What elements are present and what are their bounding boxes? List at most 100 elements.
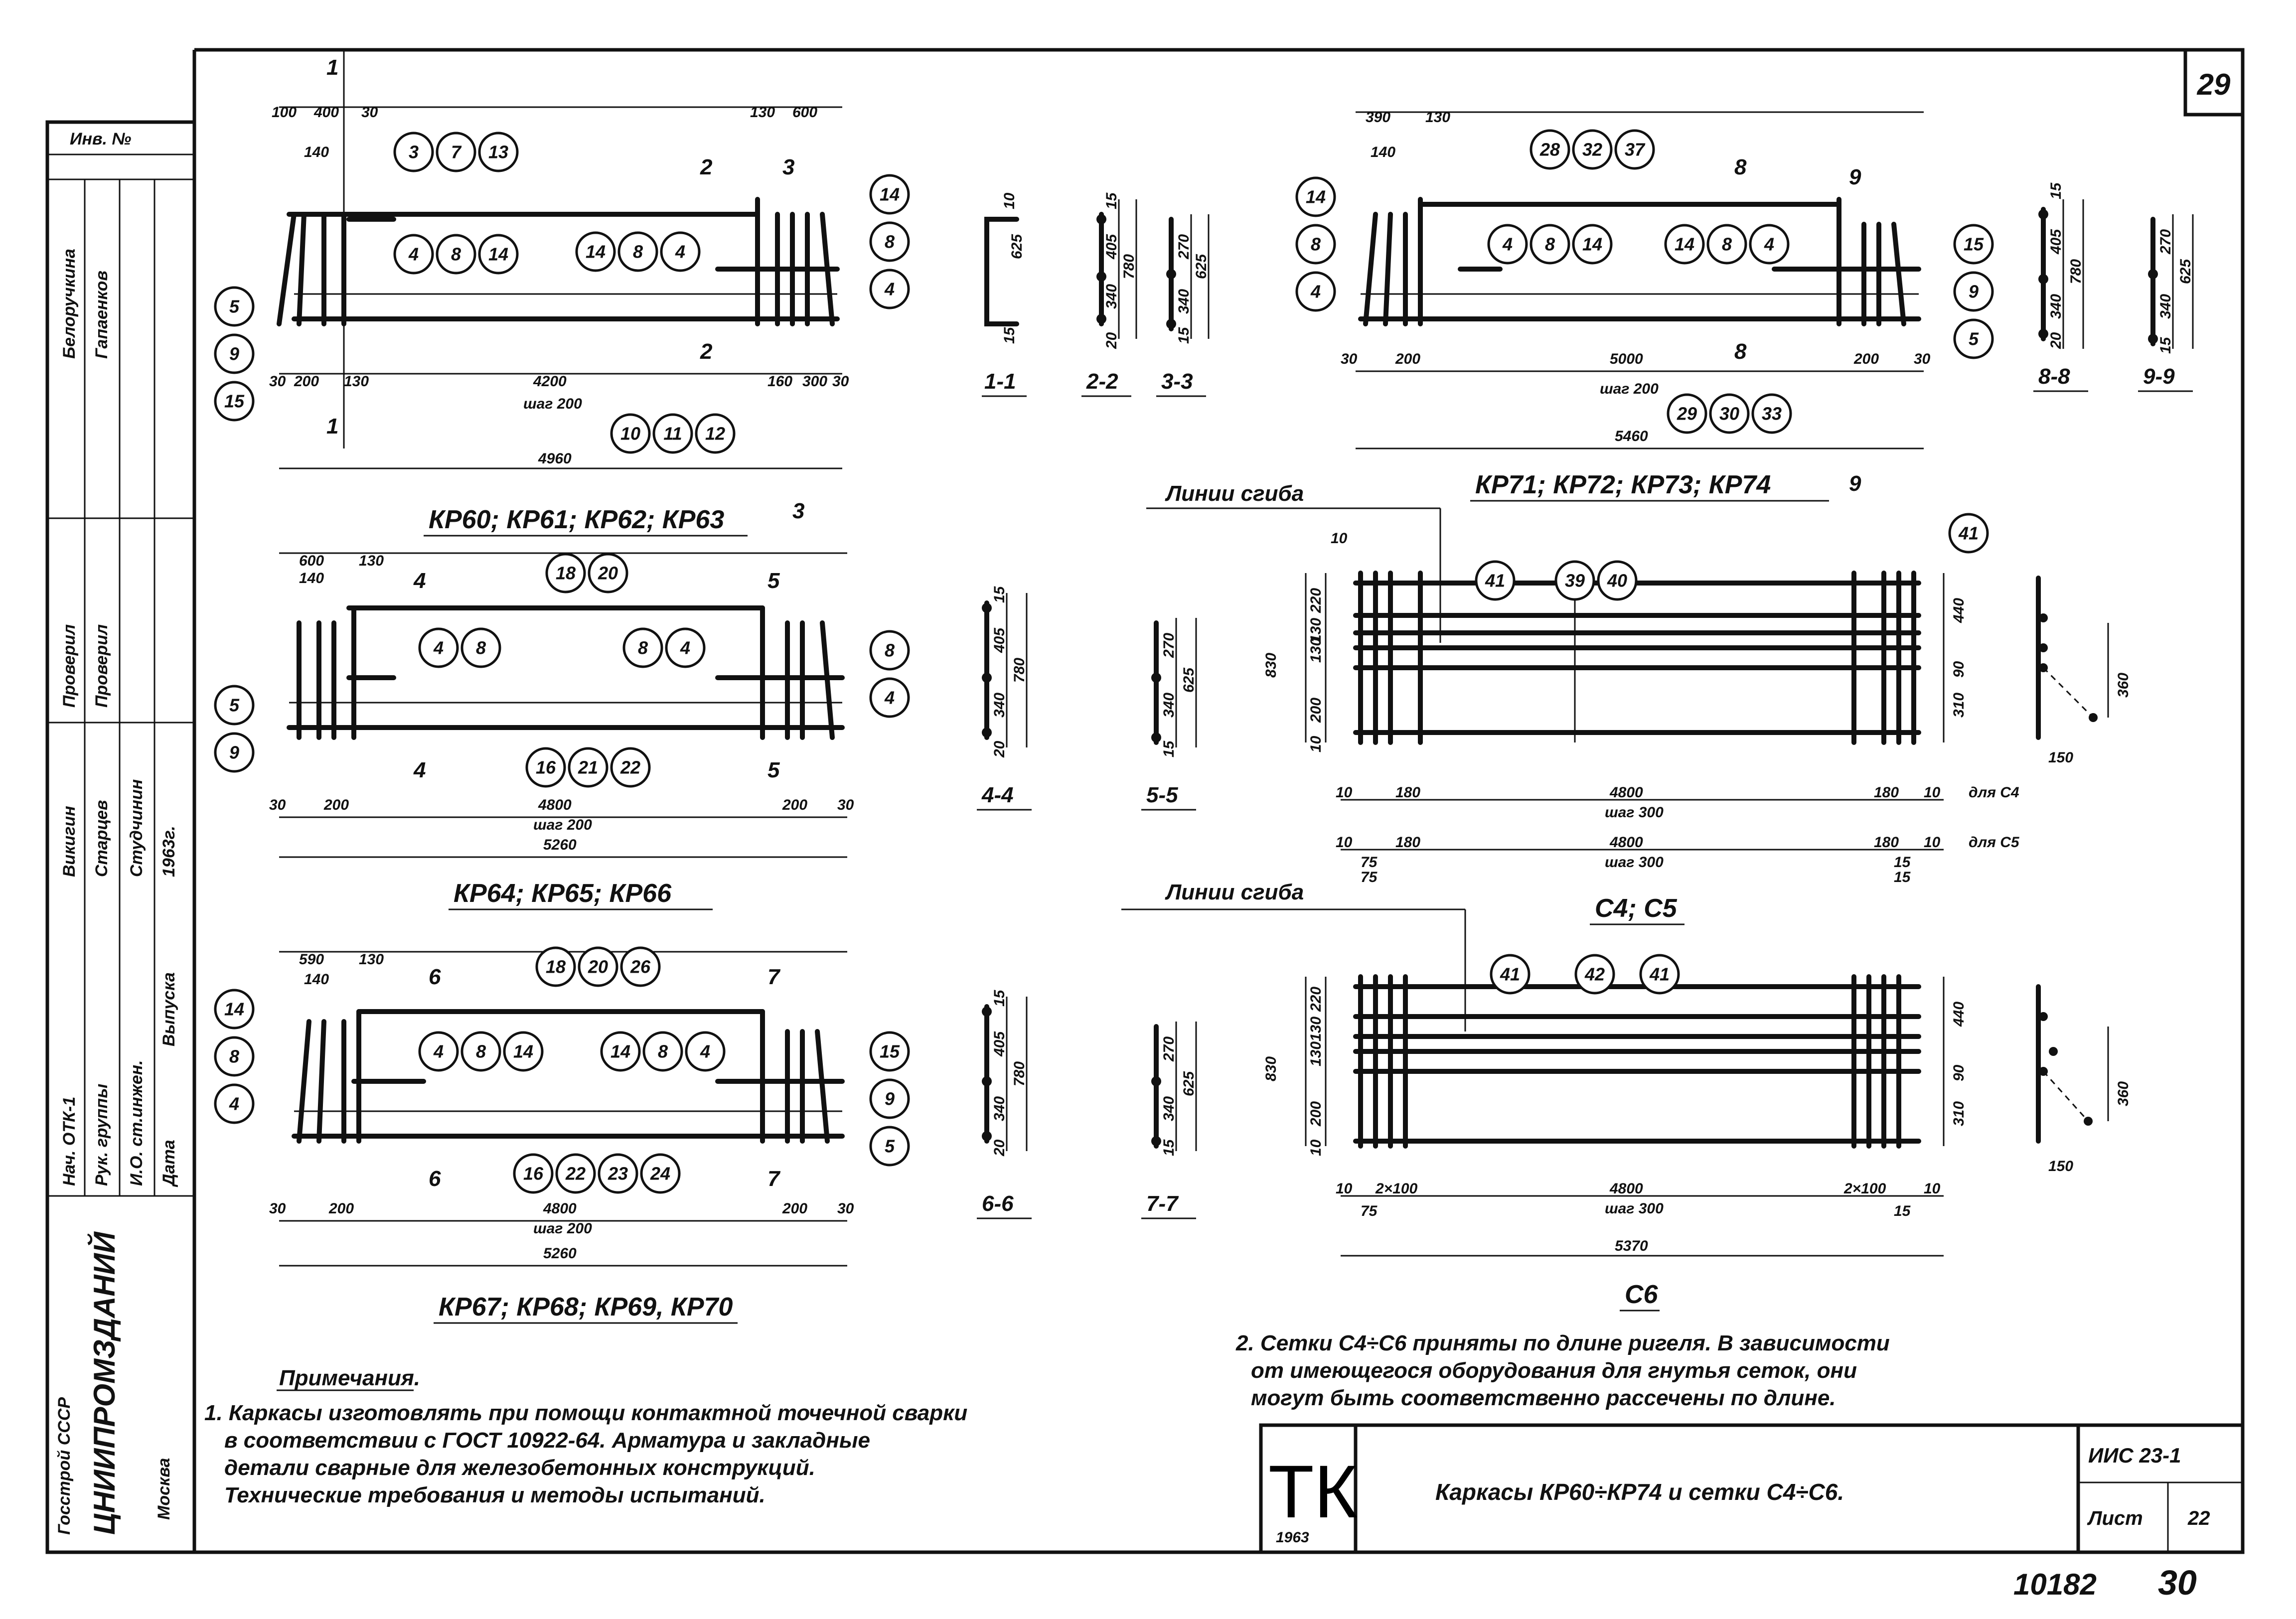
svg-text:5: 5 bbox=[885, 1136, 895, 1157]
svg-text:9: 9 bbox=[885, 1089, 895, 1109]
svg-text:2-2: 2-2 bbox=[1086, 369, 1118, 394]
stamp-role-3: И.О. ст.инжен. bbox=[127, 1060, 146, 1186]
position-mark: 41 bbox=[1475, 560, 1516, 601]
svg-text:180: 180 bbox=[1395, 834, 1420, 851]
svg-text:15: 15 bbox=[1176, 326, 1192, 344]
svg-text:шаг 200: шаг 200 bbox=[533, 1220, 592, 1237]
svg-text:130: 130 bbox=[1425, 109, 1450, 126]
svg-text:8: 8 bbox=[1545, 234, 1555, 255]
svg-text:6-6: 6-6 bbox=[982, 1191, 1014, 1216]
svg-text:5: 5 bbox=[767, 569, 780, 593]
svg-text:4: 4 bbox=[700, 1041, 710, 1062]
mesh-c6-caption: С6 bbox=[1625, 1280, 1659, 1309]
position-mark: 14 bbox=[478, 234, 519, 275]
position-mark: 5 bbox=[214, 286, 255, 327]
svg-text:32: 32 bbox=[1582, 140, 1602, 160]
svg-text:200: 200 bbox=[782, 797, 807, 813]
position-mark: 20 bbox=[578, 946, 618, 987]
svg-text:14: 14 bbox=[1306, 187, 1326, 207]
left-stamp: Инв. № Госстрой СССР ЦНИИПРОМЗДАНИЙ Моск… bbox=[47, 130, 194, 1535]
svg-text:405: 405 bbox=[1103, 234, 1120, 260]
svg-text:2. Сетки С4÷С6 приняты по длин: 2. Сетки С4÷С6 приняты по длине ригеля. … bbox=[1235, 1331, 1890, 1355]
svg-text:14: 14 bbox=[1675, 234, 1694, 255]
svg-text:15: 15 bbox=[991, 989, 1008, 1007]
frame-kr64: 600 130 140 30 200 4800 200 30 шаг 200 5… bbox=[269, 552, 854, 910]
stamp-name-5: Студчинин bbox=[127, 779, 146, 877]
svg-text:26: 26 bbox=[630, 957, 651, 977]
svg-text:200: 200 bbox=[323, 797, 349, 813]
frame-kr60: 100 400 30 130 600 140 30 200 130 4200 1… bbox=[269, 50, 849, 537]
position-mark: 13 bbox=[478, 132, 519, 172]
position-mark: 4 bbox=[418, 627, 459, 668]
svg-text:4: 4 bbox=[680, 638, 690, 658]
svg-text:340: 340 bbox=[2048, 294, 2064, 319]
archive-number: 10182 bbox=[2013, 1568, 2097, 1601]
svg-text:3: 3 bbox=[792, 499, 804, 523]
svg-text:5460: 5460 bbox=[1615, 428, 1648, 444]
svg-text:10: 10 bbox=[1924, 784, 1941, 801]
svg-text:270: 270 bbox=[1176, 234, 1192, 260]
svg-text:270: 270 bbox=[1161, 1036, 1177, 1062]
position-mark: 4 bbox=[418, 1031, 459, 1072]
position-mark: 4 bbox=[869, 677, 910, 718]
stamp-role-4: Дата bbox=[159, 1140, 178, 1187]
svg-text:5: 5 bbox=[229, 296, 240, 317]
svg-text:8: 8 bbox=[638, 638, 648, 658]
position-mark: 8 bbox=[622, 627, 663, 668]
position-mark: 14 bbox=[869, 174, 910, 215]
svg-text:780: 780 bbox=[2068, 259, 2084, 284]
svg-text:21: 21 bbox=[578, 757, 598, 778]
svg-text:10: 10 bbox=[1331, 530, 1348, 547]
svg-text:400: 400 bbox=[313, 104, 339, 121]
svg-text:24: 24 bbox=[650, 1164, 670, 1184]
svg-text:22: 22 bbox=[565, 1164, 586, 1184]
svg-text:4800: 4800 bbox=[1609, 834, 1643, 851]
svg-text:1: 1 bbox=[326, 414, 338, 439]
stamp-city: Москва bbox=[154, 1458, 173, 1520]
position-mark: 8 bbox=[869, 630, 910, 671]
svg-text:140: 140 bbox=[304, 144, 329, 160]
stamp-name-4: Старцев bbox=[92, 800, 111, 877]
stamp-date: 1963г. bbox=[159, 826, 178, 877]
svg-text:14: 14 bbox=[1582, 234, 1602, 255]
svg-text:4: 4 bbox=[884, 279, 895, 299]
svg-text:15: 15 bbox=[1894, 854, 1911, 871]
mesh-c4-caption: С4; С5 bbox=[1595, 894, 1678, 923]
svg-text:41: 41 bbox=[1958, 523, 1979, 544]
svg-text:30: 30 bbox=[1341, 351, 1358, 367]
svg-text:шаг 300: шаг 300 bbox=[1605, 1200, 1664, 1217]
svg-text:14: 14 bbox=[488, 244, 508, 265]
position-mark: 8 bbox=[642, 1031, 683, 1072]
position-mark: 4 bbox=[1487, 224, 1528, 265]
notes-heading: Примечания. bbox=[279, 1366, 420, 1390]
svg-text:8: 8 bbox=[1722, 234, 1732, 255]
tk-year: 1963 bbox=[1276, 1529, 1309, 1546]
position-mark: 5 bbox=[214, 685, 255, 726]
svg-text:130: 130 bbox=[344, 373, 369, 390]
svg-text:8: 8 bbox=[885, 232, 895, 252]
svg-text:90: 90 bbox=[1951, 1064, 1967, 1081]
svg-text:15: 15 bbox=[1161, 1139, 1177, 1156]
position-mark: 20 bbox=[588, 553, 628, 593]
svg-text:90: 90 bbox=[1951, 661, 1967, 678]
svg-text:2×100: 2×100 bbox=[1843, 1180, 1886, 1197]
position-mark: 41 bbox=[1948, 513, 1989, 554]
position-mark: 9 bbox=[869, 1078, 910, 1119]
svg-text:180: 180 bbox=[1874, 834, 1899, 851]
svg-text:600: 600 bbox=[299, 553, 324, 569]
position-mark: 28 bbox=[1530, 129, 1570, 170]
svg-text:11: 11 bbox=[663, 424, 682, 444]
archive-page: 30 bbox=[2158, 1563, 2197, 1602]
svg-text:22: 22 bbox=[620, 757, 640, 778]
stamp-role-1: Нач. ОТК-1 bbox=[60, 1097, 79, 1186]
position-mark: 5 bbox=[869, 1126, 910, 1167]
svg-text:10: 10 bbox=[1308, 1139, 1324, 1156]
svg-text:41: 41 bbox=[1485, 571, 1505, 591]
position-mark: 14 bbox=[1664, 224, 1705, 265]
svg-text:5370: 5370 bbox=[1615, 1238, 1648, 1254]
svg-text:20: 20 bbox=[991, 1139, 1008, 1157]
svg-text:30: 30 bbox=[269, 373, 286, 390]
position-mark: 8 bbox=[617, 231, 658, 272]
svg-text:4: 4 bbox=[229, 1094, 239, 1114]
svg-text:130: 130 bbox=[750, 104, 775, 121]
